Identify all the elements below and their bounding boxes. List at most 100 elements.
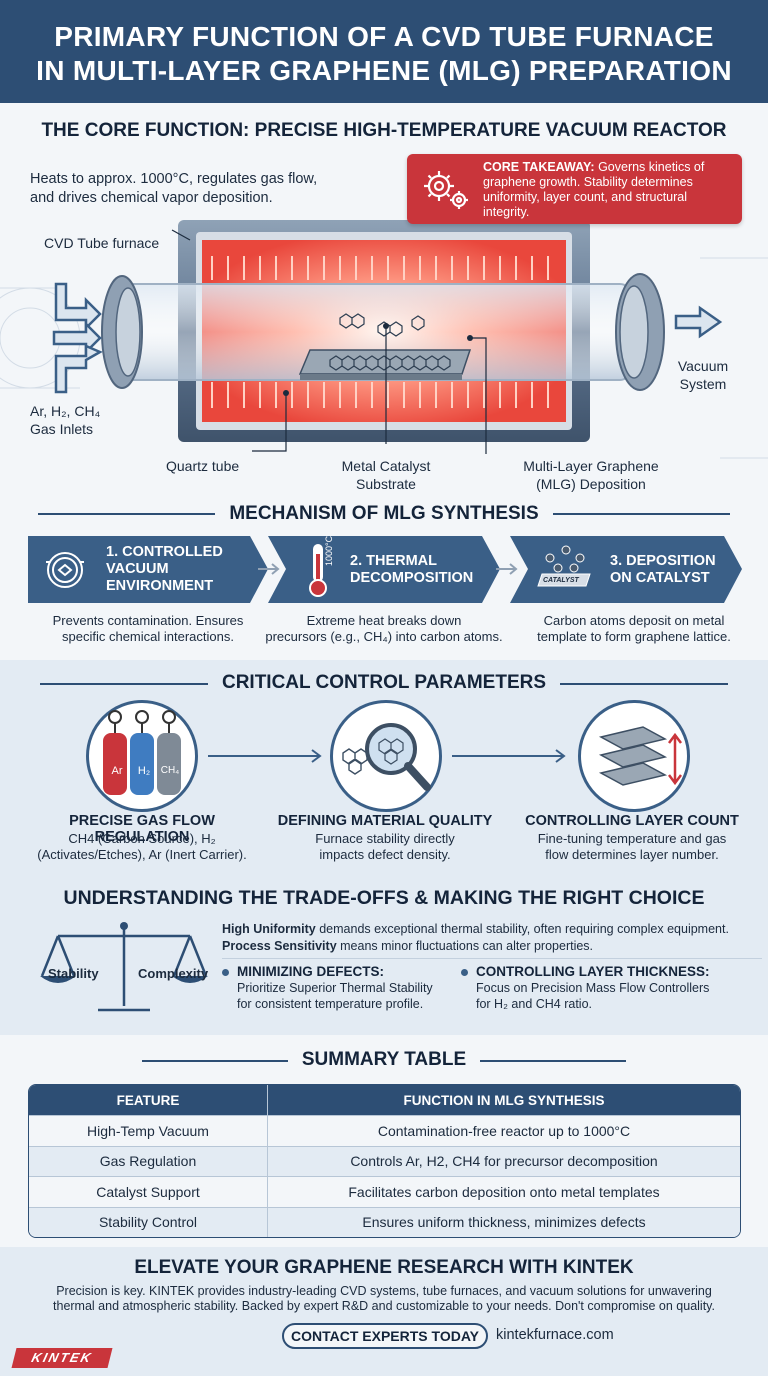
gas-cylinders-circle: Ar H₂ CH₄: [86, 700, 198, 812]
uniformity-text: demands exceptional thermal stability, o…: [315, 922, 729, 936]
title-line-1: PRIMARY FUNCTION OF A CVD TUBE FURNACE: [54, 21, 714, 52]
table-cell-feature: Catalyst Support: [29, 1176, 268, 1207]
column-header-feature: FEATURE: [29, 1085, 268, 1115]
table-row: Catalyst Support Facilitates carbon depo…: [29, 1176, 740, 1207]
bullet-icon: [461, 969, 468, 976]
thermometer-reading: 1000°C: [324, 535, 334, 566]
bullet-icon: [222, 969, 229, 976]
gas-inlet-arrows: [52, 282, 103, 394]
step-2-desc-line-1: Extreme heat breaks down: [306, 613, 462, 628]
step-1-label: 1. CONTROLLED VACUUM ENVIRONMENT: [106, 544, 223, 595]
arrow-icon: [496, 563, 518, 575]
balance-scale-icon: [40, 922, 208, 1012]
param-2-description: Furnace stability directly impacts defec…: [270, 831, 500, 863]
graphene-layers-icon: [598, 726, 682, 786]
gears-icon: [424, 171, 468, 209]
parameters-title: CRITICAL CONTROL PARAMETERS: [0, 672, 768, 694]
summary-table: FEATURE FUNCTION IN MLG SYNTHESIS High-T…: [28, 1084, 741, 1238]
thermometer-icon: [309, 544, 327, 597]
arrow-icon: [452, 749, 566, 763]
cylinder-label-ar: Ar: [111, 765, 123, 777]
left-flange: [101, 275, 143, 389]
scale-left-label: Stability: [48, 966, 99, 981]
mechanism-section: MECHANISM OF MLG SYNTHESIS 1. CONTROLLED…: [0, 503, 768, 660]
mlg-label-line-1: Multi-Layer Graphene: [523, 458, 659, 474]
step-2-line-2: DECOMPOSITION: [350, 570, 474, 586]
heating-coils: [211, 256, 549, 408]
step-1-line-1: 1. CONTROLLED: [106, 544, 223, 560]
page-title: PRIMARY FUNCTION OF A CVD TUBE FURNACE I…: [0, 20, 768, 88]
core-function-section: THE CORE FUNCTION: PRECISE HIGH-TEMPERAT…: [0, 103, 768, 503]
param-1-description: CH4 (Carbon Source), H₂ (Activates/Etche…: [20, 831, 264, 863]
param-2-title: DEFINING MATERIAL QUALITY: [277, 813, 493, 829]
summary-title-text: SUMMARY TABLE: [287, 1049, 481, 1070]
tradeoff-1-line-2: for consistent temperature profile.: [237, 997, 424, 1011]
leader-dot: [383, 323, 389, 329]
step-3-description: Carbon atoms deposit on metal template t…: [514, 613, 754, 645]
arrow-icon: [258, 563, 280, 575]
material-quality-circle: [330, 700, 442, 812]
vacuum-label-line-2: System: [679, 376, 727, 392]
vacuum-system-label: Vacuum System: [668, 357, 738, 393]
cta-body-line-2: thermal and atmospheric stability. Backe…: [53, 1299, 715, 1313]
gas-label-line-1: Ar, H₂, CH₄: [30, 403, 101, 419]
mlg-label-line-2: (MLG) Deposition: [536, 476, 646, 492]
table-cell-feature: Stability Control: [29, 1206, 268, 1237]
sensitivity-text: means minor fluctuations can alter prope…: [336, 939, 594, 953]
quartz-tube-label: Quartz tube: [166, 458, 240, 474]
step-2-line-1: 2. THERMAL: [350, 553, 437, 569]
cylinder-label-h2: H₂: [137, 765, 151, 777]
step-1-chevron-shape: [28, 536, 268, 603]
substrate-label: Metal Catalyst Substrate: [316, 457, 456, 493]
tradeoff-1-line-1: Prioritize Superior Thermal Stability: [237, 981, 433, 995]
column-header-function: FUNCTION IN MLG SYNTHESIS: [268, 1085, 740, 1115]
intro-line-2: and drives chemical vapor deposition.: [30, 190, 273, 206]
cylinder-label-ch4: CH₄: [160, 765, 180, 776]
website-link[interactable]: kintekfurnace.com: [496, 1327, 614, 1343]
core-takeaway-box: CORE TAKEAWAY: Governs kinetics of graph…: [407, 154, 742, 224]
vacuum-outlet-arrow: [674, 305, 723, 339]
gas-inlets-label: Ar, H₂, CH₄ Gas Inlets: [30, 402, 110, 438]
control-parameters-section: CRITICAL CONTROL PARAMETERS Ar H₂ CH₄: [0, 660, 768, 870]
param-3-desc-line-1: Fine-tuning temperature and gas: [537, 831, 727, 846]
gas-cylinders-icon: [103, 710, 181, 795]
catalyst-badge: CATALYST: [543, 577, 579, 584]
substrate-label-line-1: Metal Catalyst: [341, 458, 431, 474]
table-cell-function: Facilitates carbon deposition onto metal…: [268, 1176, 740, 1207]
intro-line-1: Heats to approx. 1000°C, regulates gas f…: [30, 171, 318, 187]
step-2-description: Extreme heat breaks down precursors (e.g…: [254, 613, 514, 645]
leader-dot: [283, 390, 289, 396]
contact-experts-button[interactable]: CONTACT EXPERTS TODAY: [282, 1323, 488, 1349]
param-1-title: PRECISE GAS FLOW REGULATION: [69, 813, 215, 845]
core-function-title: THE CORE FUNCTION: PRECISE HIGH-TEMPERAT…: [41, 120, 727, 141]
tradeoff-minimizing-defects: MINIMIZING DEFECTS: Prioritize Superior …: [222, 964, 433, 1012]
mlg-deposition-label: Multi-Layer Graphene (MLG) Deposition: [506, 457, 676, 493]
arrow-icon: [208, 749, 322, 763]
summary-section: SUMMARY TABLE FEATURE FUNCTION IN MLG SY…: [0, 1035, 768, 1247]
step-3-line-1: 3. DEPOSITION: [610, 553, 716, 569]
layer-count-circle: [578, 700, 690, 812]
metal-catalyst-substrate: [298, 349, 472, 375]
table-cell-function: Controls Ar, H2, CH4 for precursor decom…: [268, 1145, 740, 1176]
step-2-label: 2. THERMAL DECOMPOSITION: [350, 553, 473, 587]
table-cell-function: Contamination-free reactor up to 1000°C: [268, 1115, 740, 1146]
gas-label-line-2: Gas Inlets: [30, 421, 94, 437]
tradeoffs-intro: High Uniformity demands exceptional ther…: [222, 921, 762, 955]
mechanism-step-3: CATALYST 3. DEPOSITION ON CATALYST: [510, 536, 742, 603]
mechanism-step-1: 1. CONTROLLED VACUUM ENVIRONMENT: [28, 536, 268, 603]
tradeoff-2-line-1: Focus on Precision Mass Flow Controllers: [476, 981, 710, 995]
magnifying-glass-icon: [342, 723, 431, 791]
param-3-desc-line-2: flow determines layer number.: [545, 847, 719, 862]
step-1-desc-line-1: Prevents contamination. Ensures: [52, 613, 244, 628]
step-2-desc-line-2: precursors (e.g., CH₄) into carbon atoms…: [265, 629, 503, 644]
tradeoff-layer-thickness: CONTROLLING LAYER THICKNESS: Focus on Pr…: [461, 964, 710, 1012]
step-3-desc-line-2: template to form graphene lattice.: [537, 629, 731, 644]
param-1-desc-line-1: CH4 (Carbon Source), H₂: [68, 831, 216, 846]
param-3-title: CONTROLLING LAYER COUNT: [525, 813, 739, 829]
takeaway-label: CORE TAKEAWAY:: [483, 160, 595, 174]
mechanism-title: MECHANISM OF MLG SYNTHESIS: [0, 503, 768, 525]
vacuum-gauge-icon: [46, 552, 84, 588]
mechanism-step-2: 1000°C 2. THERMAL DECOMPOSITION: [268, 536, 500, 603]
tradeoff-2-heading: CONTROLLING LAYER THICKNESS:: [476, 964, 710, 979]
vacuum-label-line-1: Vacuum: [677, 358, 729, 374]
